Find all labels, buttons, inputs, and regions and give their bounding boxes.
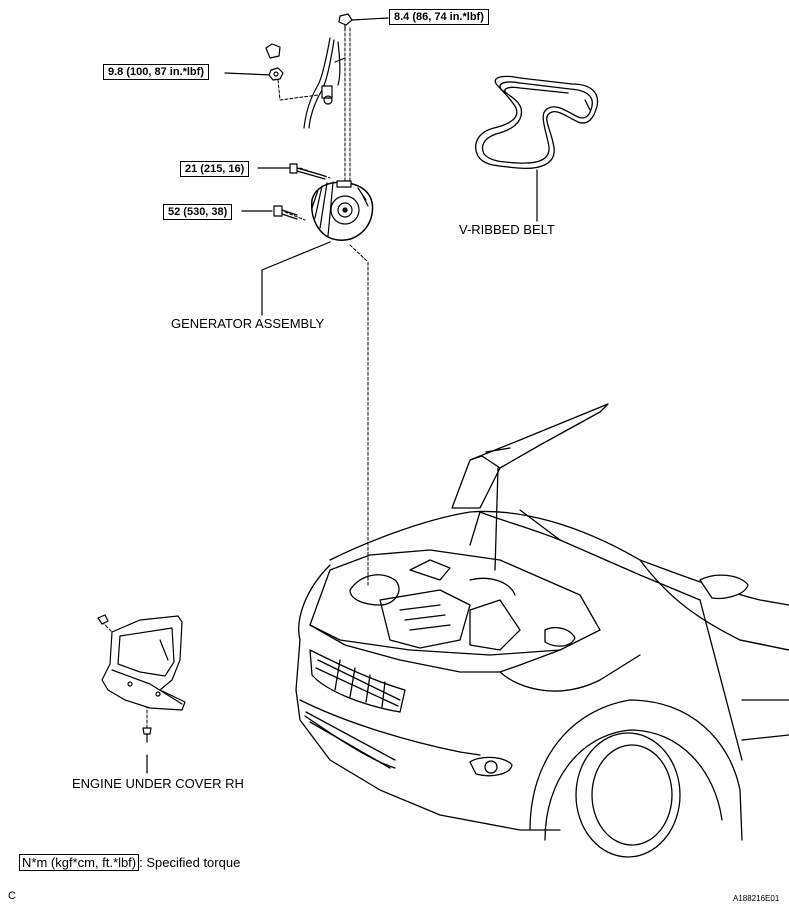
terminal-cap-icon — [265, 43, 281, 59]
label-v-ribbed-belt: V-RIBBED BELT — [459, 222, 555, 237]
label-generator-assembly: GENERATOR ASSEMBLY — [171, 316, 325, 331]
v-ribbed-belt-icon — [475, 75, 599, 170]
torque-box-top-bolt: 8.4 (86, 74 in.*lbf) — [389, 9, 489, 25]
legend-unit-box: N*m (kgf*cm, ft.*lbf) — [19, 854, 140, 871]
upper-bolt-icon — [289, 163, 326, 180]
terminal-nut-icon — [268, 67, 284, 81]
generator-icon — [311, 180, 374, 241]
figure-id: A188216E01 — [733, 894, 780, 903]
torque-legend: N*m (kgf*cm, ft.*lbf): Specified torque — [19, 854, 241, 871]
legend-description: : Specified torque — [139, 855, 241, 870]
corner-letter: C — [8, 890, 16, 902]
torque-box-upper-bolt: 21 (215, 16) — [180, 161, 250, 177]
leader-lines — [146, 17, 538, 774]
torque-box-terminal-nut: 9.8 (100, 87 in.*lbf) — [103, 64, 209, 80]
lower-bolt-icon — [273, 205, 298, 220]
engine-under-cover-icon — [97, 614, 186, 743]
wire-harness — [303, 37, 346, 129]
vehicle-illustration — [295, 403, 789, 858]
label-engine-under-cover: ENGINE UNDER COVER RH — [72, 776, 244, 791]
torque-box-lower-bolt: 52 (530, 38) — [163, 204, 233, 220]
top-bolt-icon — [338, 13, 353, 31]
